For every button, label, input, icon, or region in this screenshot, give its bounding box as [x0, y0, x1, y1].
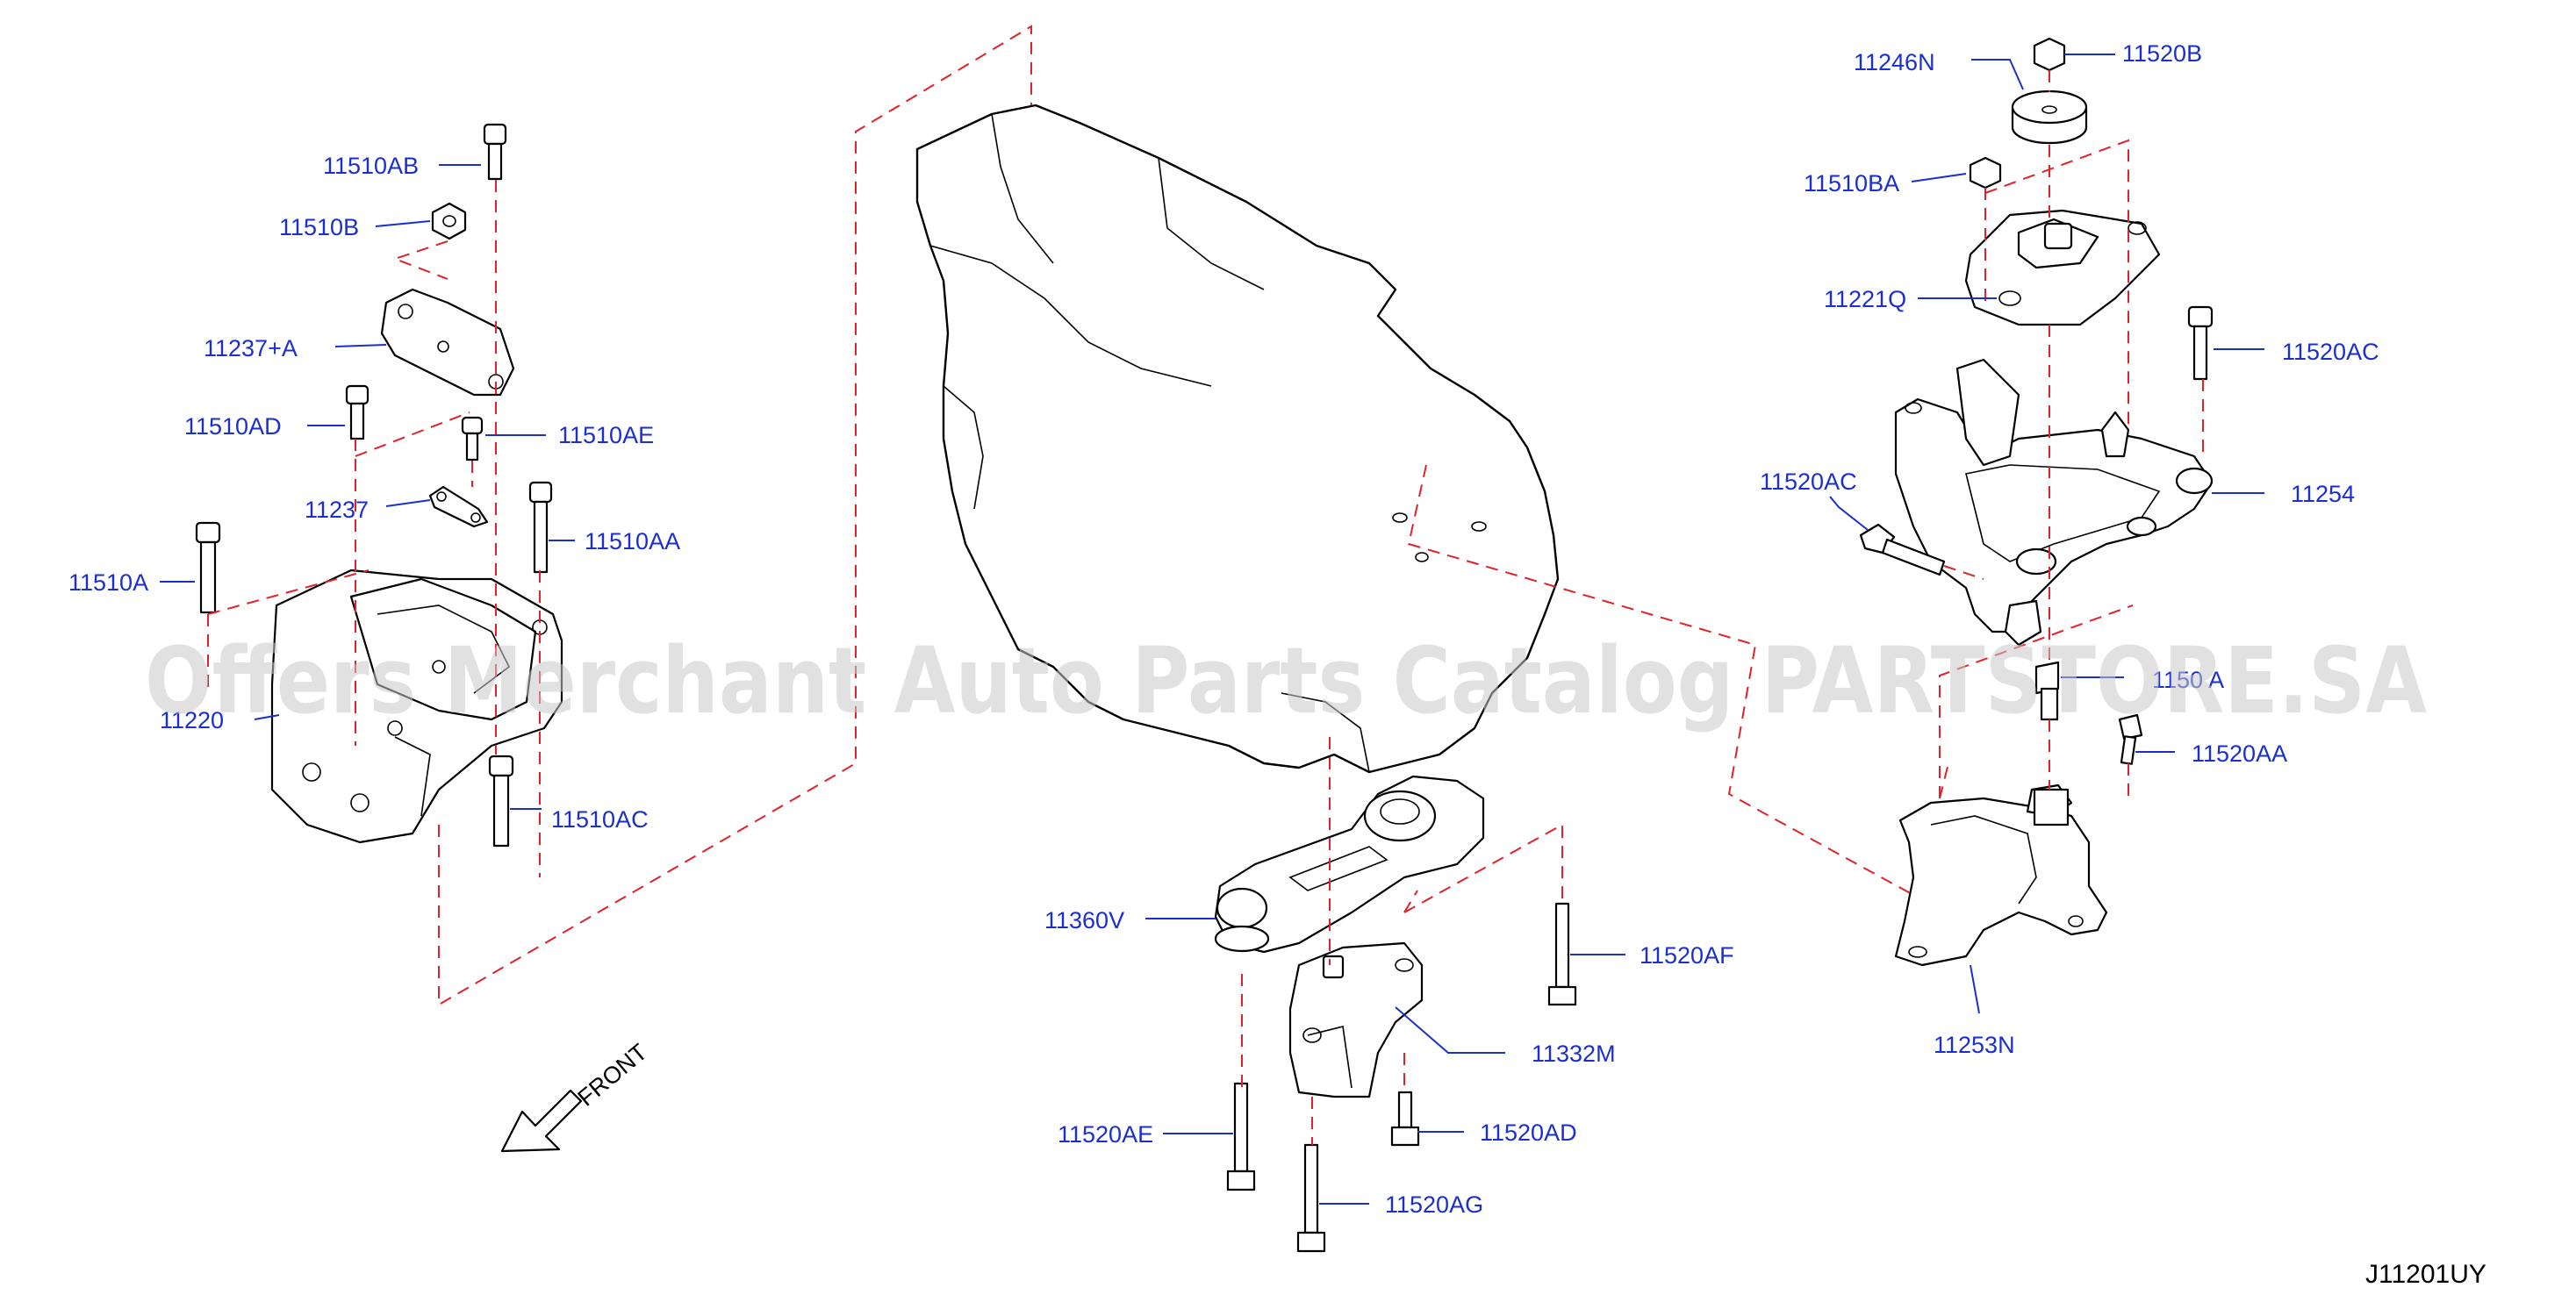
label-11221q[interactable]: 11221Q	[1824, 286, 1906, 312]
bracket-11253n-icon	[1894, 783, 2108, 967]
label-11253n[interactable]: 11253N	[1934, 1032, 2015, 1058]
label-11510b[interactable]: 11510B	[279, 214, 359, 240]
label-11254[interactable]: 11254	[2291, 481, 2355, 507]
bolt-11510ac-icon	[488, 755, 514, 848]
bolt-11510aa-icon	[528, 481, 553, 574]
label-11510ab[interactable]: 11510AB	[323, 153, 419, 179]
bolt-11510ab-icon	[483, 123, 507, 181]
label-11520ad[interactable]: 11520AD	[1480, 1120, 1577, 1146]
bracket-11237a-icon	[380, 288, 515, 397]
bracket-11254-icon	[1894, 358, 2214, 647]
bolt-11520ac-left-icon	[1859, 523, 1946, 576]
label-11510ac[interactable]: 11510AC	[551, 806, 649, 833]
bolt-11520af-icon	[1547, 902, 1577, 1006]
label-11510ba[interactable]: 11510BA	[1804, 170, 1899, 197]
label-11332m[interactable]: 11332M	[1532, 1041, 1616, 1067]
center-lower-assembly	[1214, 775, 1577, 1253]
bolt-11520ac-right-icon	[2187, 305, 2214, 381]
bolt-11510ad-icon	[345, 384, 370, 440]
bolt-1150a-icon	[2034, 661, 2060, 721]
watermark: Offers Merchant Auto Parts Catalog PARTS…	[145, 627, 2427, 734]
label-11510ae[interactable]: 11510AE	[558, 422, 654, 448]
bracket-11332m-icon	[1288, 941, 1424, 1098]
insulator-11246n-icon	[2011, 89, 2088, 145]
label-11520ag[interactable]: 11520AG	[1385, 1191, 1483, 1218]
bolt-11520ad-icon	[1390, 1091, 1420, 1147]
bolt-11510a-icon	[195, 521, 221, 614]
bolt-11520aa-icon	[2118, 713, 2143, 765]
label-11510aa[interactable]: 11510AA	[585, 528, 680, 554]
label-11510ad[interactable]: 11510AD	[184, 413, 282, 440]
right-mount-assembly	[1859, 37, 2214, 967]
alignment-lines	[207, 25, 2204, 1145]
plate-11237-icon	[428, 485, 489, 528]
label-11237a[interactable]: 11237+A	[204, 335, 298, 361]
label-11520ac-right[interactable]: 11520AC	[2282, 339, 2379, 365]
torque-rod-11360v-icon	[1214, 775, 1485, 954]
nut-11510ba-icon	[1969, 156, 2002, 190]
label-1150a[interactable]: 1150 A	[2152, 667, 2224, 693]
label-11520ae[interactable]: 11520AE	[1058, 1121, 1153, 1148]
label-11520aa[interactable]: 11520AA	[2192, 740, 2287, 767]
bolt-11520ag-icon	[1296, 1143, 1326, 1253]
label-11220[interactable]: 11220	[160, 707, 224, 733]
diagram-code: J11201UY	[2365, 1260, 2486, 1289]
label-11520af[interactable]: 11520AF	[1640, 942, 1734, 969]
nut-11520b-icon	[2033, 37, 2066, 72]
part-labels: 11510AB 11510B 11237+A 11510AD 11510AE 1…	[68, 40, 2379, 1218]
engine-block	[915, 104, 1560, 774]
mount-11221q-icon	[1964, 209, 2161, 326]
front-label: FRONT	[573, 1039, 653, 1112]
nut-11510b-icon	[431, 202, 467, 240]
label-11520b[interactable]: 11520B	[2122, 40, 2202, 67]
bolt-11510ae-icon	[461, 416, 484, 461]
mount-11220-icon	[270, 569, 563, 844]
label-11510a[interactable]: 11510A	[68, 569, 148, 596]
leader-lines	[160, 54, 2264, 1205]
label-11360v[interactable]: 11360V	[1044, 907, 1124, 934]
label-11520ac-left[interactable]: 11520AC	[1760, 469, 1857, 495]
bolt-11520ae-icon	[1226, 1082, 1256, 1191]
label-11237[interactable]: 11237	[305, 497, 369, 523]
label-11246n[interactable]: 11246N	[1854, 49, 1935, 75]
front-arrow-icon	[500, 1089, 583, 1153]
left-mount-assembly	[195, 123, 563, 848]
